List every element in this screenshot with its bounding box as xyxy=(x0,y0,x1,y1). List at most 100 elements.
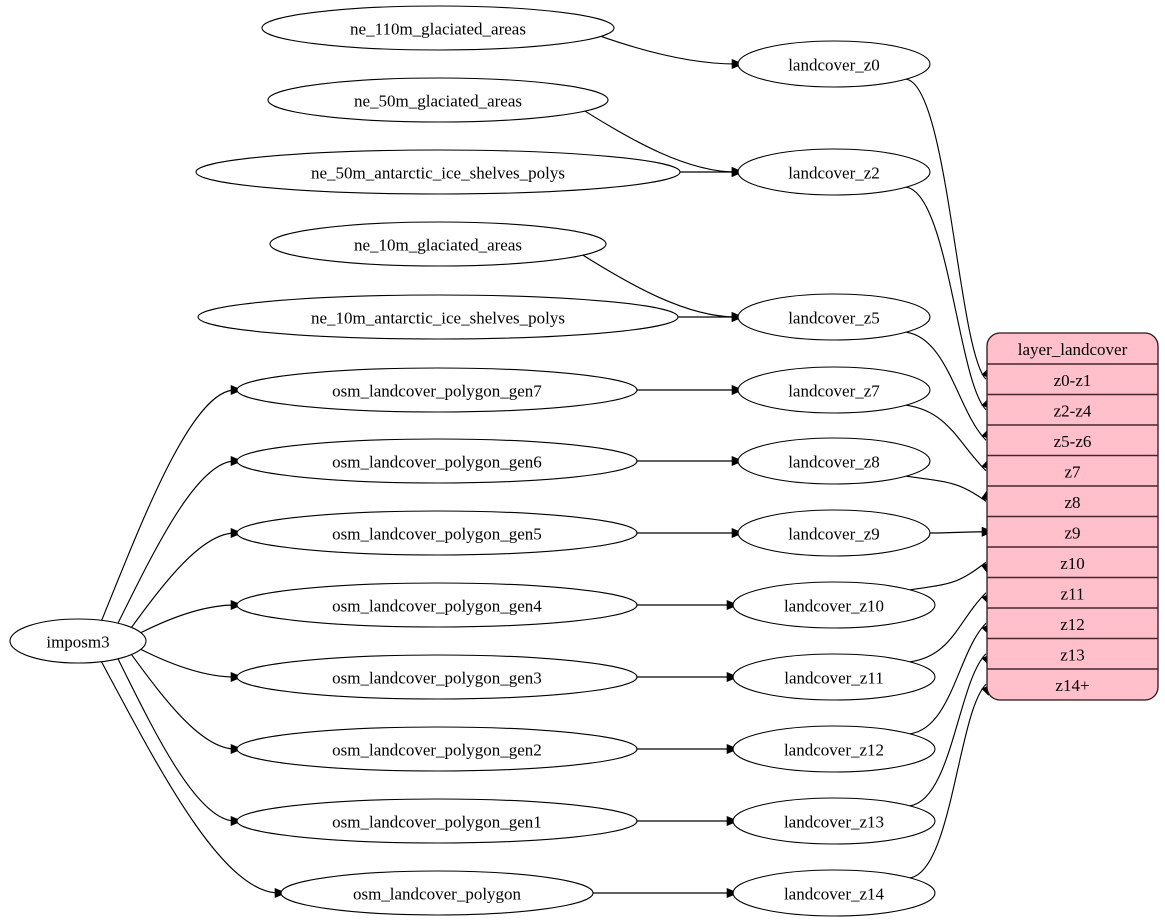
edge xyxy=(100,661,287,899)
node-label: landcover_z12 xyxy=(784,741,884,760)
row-label: z5-z6 xyxy=(1054,432,1092,451)
node-label: landcover_z14 xyxy=(784,885,885,904)
input-node-ellipse xyxy=(236,438,638,484)
input-node-ellipse xyxy=(236,798,638,844)
layer-node-ellipse xyxy=(732,653,936,701)
node-osm_landcover_polygon_gen6[interactable]: osm_landcover_polygon_gen6 xyxy=(236,438,638,484)
source-node-ellipse xyxy=(9,618,147,664)
row-label: z13 xyxy=(1060,645,1085,664)
table-row[interactable]: z10 xyxy=(987,546,1158,573)
node-label: landcover_z11 xyxy=(784,669,883,688)
node-landcover_z12[interactable]: landcover_z12 xyxy=(732,725,936,773)
table-row[interactable]: z7 xyxy=(987,454,1158,482)
node-ne_110m_glaciated_areas[interactable]: ne_110m_glaciated_areas xyxy=(261,5,615,51)
node-label: imposm3 xyxy=(46,633,109,652)
table-row[interactable]: z13 xyxy=(987,637,1158,665)
row-label: z10 xyxy=(1060,554,1085,573)
table-row[interactable]: z0-z1 xyxy=(1054,371,1092,390)
layer-node-ellipse xyxy=(737,148,931,196)
edge xyxy=(140,648,243,683)
node-label: landcover_z10 xyxy=(784,597,884,616)
node-osm_landcover_polygon_gen1[interactable]: osm_landcover_polygon_gen1 xyxy=(236,798,638,844)
node-landcover_z8[interactable]: landcover_z8 xyxy=(737,437,931,485)
node-landcover_z13[interactable]: landcover_z13 xyxy=(732,797,936,845)
edge xyxy=(117,455,243,624)
node-label: osm_landcover_polygon_gen3 xyxy=(332,669,542,688)
node-osm_landcover_polygon_gen5[interactable]: osm_landcover_polygon_gen5 xyxy=(236,510,638,556)
node-osm_landcover_polygon_gen3[interactable]: osm_landcover_polygon_gen3 xyxy=(236,654,638,700)
node-ne_10m_antarctic_ice_shelves_polys[interactable]: ne_10m_antarctic_ice_shelves_polys xyxy=(197,294,679,340)
table-title: layer_landcover xyxy=(1018,340,1128,359)
node-osm_landcover_polygon_gen7[interactable]: osm_landcover_polygon_gen7 xyxy=(236,367,638,413)
row-label: z9 xyxy=(1064,523,1080,542)
row-label: z14+ xyxy=(1055,676,1089,695)
node-ne_50m_antarctic_ice_shelves_polys[interactable]: ne_50m_antarctic_ice_shelves_polys xyxy=(195,149,681,195)
edge xyxy=(140,599,243,634)
nodes-layer: imposm3 ne_110m_glaciated_areas ne_50m_gla… xyxy=(9,5,936,917)
table-row[interactable]: z5-z6 xyxy=(987,424,1158,451)
input-node-ellipse xyxy=(267,77,609,123)
node-label: ne_50m_glaciated_areas xyxy=(354,92,522,111)
node-landcover_z14[interactable]: landcover_z14 xyxy=(732,869,936,917)
node-landcover_z10[interactable]: landcover_z10 xyxy=(732,581,936,629)
row-label: z11 xyxy=(1061,584,1085,603)
node-landcover_z5[interactable]: landcover_z5 xyxy=(737,293,931,341)
node-landcover_z7[interactable]: landcover_z7 xyxy=(737,366,931,414)
layer-node-ellipse xyxy=(737,293,931,341)
table-row[interactable]: z12 xyxy=(987,607,1158,634)
edge xyxy=(906,78,994,380)
node-osm_landcover_polygon_gen2[interactable]: osm_landcover_polygon_gen2 xyxy=(236,726,638,772)
node-osm_landcover_polygon[interactable]: osm_landcover_polygon xyxy=(280,870,594,916)
node-osm_landcover_polygon_gen4[interactable]: osm_landcover_polygon_gen4 xyxy=(236,582,638,628)
edge xyxy=(906,186,994,411)
edge xyxy=(637,527,744,539)
edge xyxy=(637,671,739,683)
edge xyxy=(637,384,744,396)
node-ne_50m_glaciated_areas[interactable]: ne_50m_glaciated_areas xyxy=(267,77,609,123)
layer-node-ellipse xyxy=(732,869,936,917)
node-label: osm_landcover_polygon_gen2 xyxy=(332,741,542,760)
node-landcover_z2[interactable]: landcover_z2 xyxy=(737,148,931,196)
edge xyxy=(636,743,739,755)
edge xyxy=(637,599,739,611)
table-row[interactable]: z2-z4 xyxy=(987,393,1158,421)
edge xyxy=(906,475,994,502)
node-label: landcover_z7 xyxy=(788,382,880,401)
node-landcover_z9[interactable]: landcover_z9 xyxy=(737,509,931,557)
layer-landcover-table: layer_landcover z0-z1 z2-z4 z5-z6 z7 z8 z9 z10 z… xyxy=(986,332,1159,701)
node-landcover_z0[interactable]: landcover_z0 xyxy=(737,40,931,88)
node-label: osm_landcover_polygon_gen6 xyxy=(332,453,542,472)
input-node-ellipse xyxy=(236,654,638,700)
table-row[interactable]: z11 xyxy=(987,576,1158,604)
node-label: ne_10m_antarctic_ice_shelves_polys xyxy=(311,309,565,328)
row-label: z0-z1 xyxy=(1054,371,1092,390)
layer-node-ellipse xyxy=(737,437,931,485)
layer-node-ellipse xyxy=(737,366,931,414)
table-row[interactable]: z9 xyxy=(987,515,1158,543)
table-row[interactable]: z14+ xyxy=(987,668,1158,695)
input-node-ellipse xyxy=(261,5,615,51)
edge xyxy=(600,35,744,70)
node-imposm3[interactable]: imposm3 xyxy=(9,618,147,664)
layer-table-group[interactable]: layer_landcover z0-z1 z2-z4 z5-z6 z7 z8 z9 z10 z… xyxy=(986,332,1159,701)
edge xyxy=(131,654,243,755)
node-label: osm_landcover_polygon_gen4 xyxy=(332,597,542,616)
input-node-ellipse xyxy=(269,221,607,267)
node-label: osm_landcover_polygon xyxy=(353,885,522,904)
node-landcover_z11[interactable]: landcover_z11 xyxy=(732,653,936,701)
edge xyxy=(909,561,994,591)
node-label: landcover_z2 xyxy=(788,164,880,183)
node-ne_10m_glaciated_areas[interactable]: ne_10m_glaciated_areas xyxy=(269,221,607,267)
input-node-ellipse xyxy=(236,367,638,413)
table-row[interactable]: z8 xyxy=(987,485,1158,512)
layer-node-ellipse xyxy=(737,40,931,88)
row-label: z12 xyxy=(1060,615,1085,634)
node-label: osm_landcover_polygon_gen1 xyxy=(332,813,542,832)
edge xyxy=(131,527,243,628)
row-label: z7 xyxy=(1064,462,1081,481)
edge xyxy=(909,683,994,879)
input-node-ellipse xyxy=(197,294,679,340)
input-node-ellipse xyxy=(195,149,681,195)
